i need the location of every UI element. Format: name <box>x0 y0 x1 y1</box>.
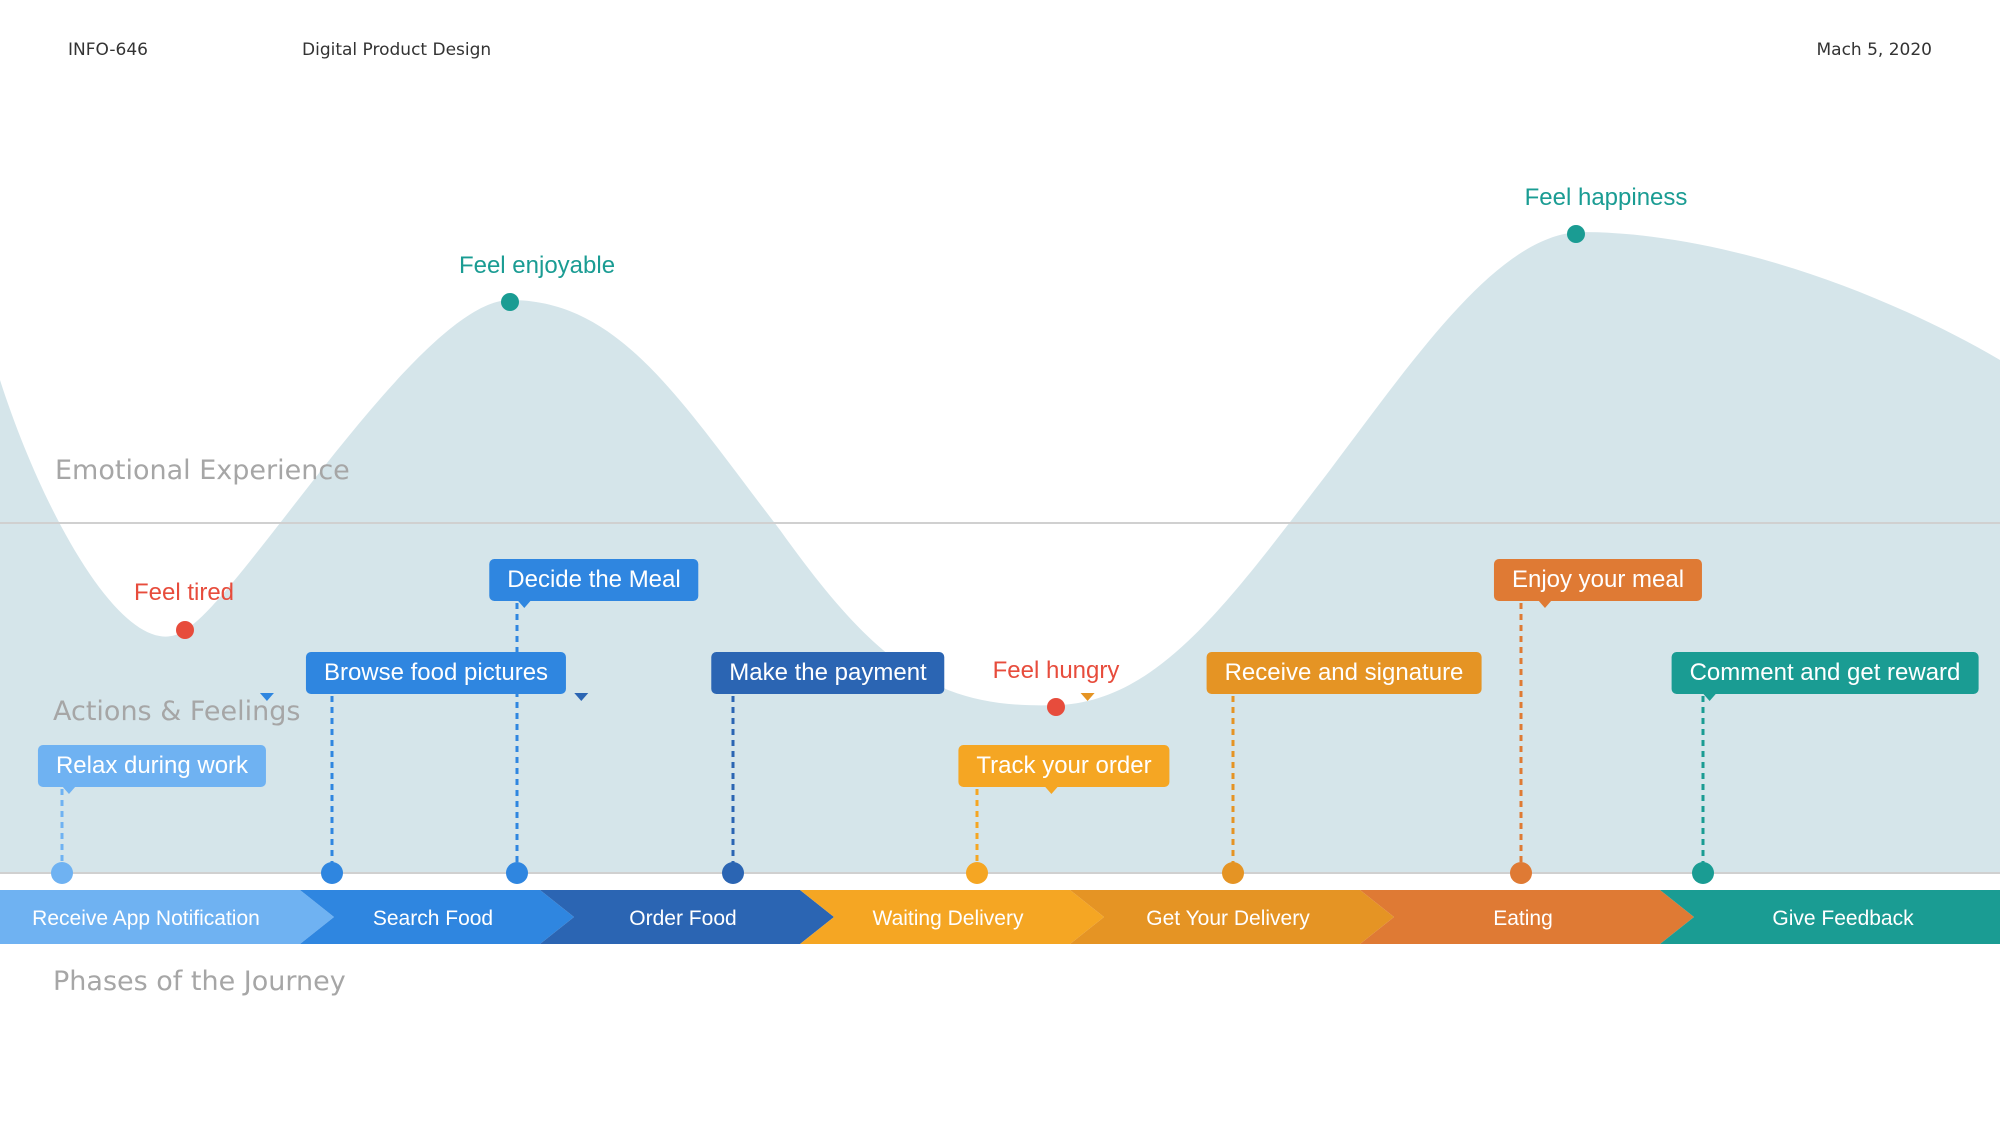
action-decide-the-meal: Decide the Meal <box>489 559 699 608</box>
action-browse-food-pictures: Browse food pictures <box>259 652 567 701</box>
phase-segment <box>1360 890 1694 944</box>
action-enjoy-your-meal: Enjoy your meal <box>1493 559 1703 608</box>
phase-label: Give Feedback <box>1772 907 1914 930</box>
timeline-dot <box>1692 862 1714 884</box>
phase-label: Waiting Delivery <box>873 907 1024 930</box>
phase-label: Get Your Delivery <box>1146 907 1310 930</box>
phase-segment <box>800 890 1104 944</box>
feeling-dot <box>1047 698 1065 716</box>
action-relax-during-work: Relax during work <box>37 745 267 794</box>
feeling-dot <box>176 621 194 639</box>
phase-segment <box>300 890 574 944</box>
phase-segment <box>0 890 334 944</box>
feeling-label-tired: Feel tired <box>133 579 235 606</box>
action-receive-and-signature: Receive and signature <box>1081 652 1482 701</box>
feeling-dot <box>1567 225 1585 243</box>
timeline-dot <box>506 862 528 884</box>
phase-bar: Receive App Notification Search Food Order… <box>0 890 2000 944</box>
label-emotional-experience: Emotional Experience <box>55 455 350 486</box>
feeling-label-hungry: Feel hungry <box>992 657 1120 684</box>
presentation-date: Mach 5, 2020 <box>1816 40 1933 60</box>
timeline-dot <box>51 862 73 884</box>
action-connectors <box>60 603 1705 873</box>
phase-label: Receive App Notification <box>32 907 260 930</box>
action-track-your-order: Track your order <box>958 745 1170 794</box>
phase-label: Search Food <box>373 907 493 930</box>
feeling-label-enjoyable: Feel enjoyable <box>458 252 616 279</box>
course-code: INFO-646 <box>68 40 148 60</box>
action-make-the-payment: Make the payment <box>573 652 945 701</box>
label-actions-feelings: Actions & Feelings <box>53 696 301 727</box>
phase-label: Order Food <box>629 907 736 930</box>
timeline-dots <box>51 862 1714 884</box>
timeline-dot <box>321 862 343 884</box>
feeling-label-happiness: Feel happiness <box>1524 184 1688 211</box>
timeline-dot <box>722 862 744 884</box>
label-phases-journey: Phases of the Journey <box>53 966 346 997</box>
timeline-dot <box>1222 862 1244 884</box>
timeline-dot <box>1510 862 1532 884</box>
action-comment-and-get-reward: Comment and get reward <box>1671 652 1979 701</box>
phase-segment <box>1660 890 2000 944</box>
feeling-dots <box>176 225 1585 716</box>
timeline-dot <box>966 862 988 884</box>
course-title: Digital Product Design <box>302 40 492 60</box>
phase-segment <box>540 890 834 944</box>
emotion-curve <box>0 232 2000 872</box>
phase-segment <box>1070 890 1394 944</box>
feeling-dot <box>501 293 519 311</box>
phase-label: Eating <box>1493 907 1553 930</box>
